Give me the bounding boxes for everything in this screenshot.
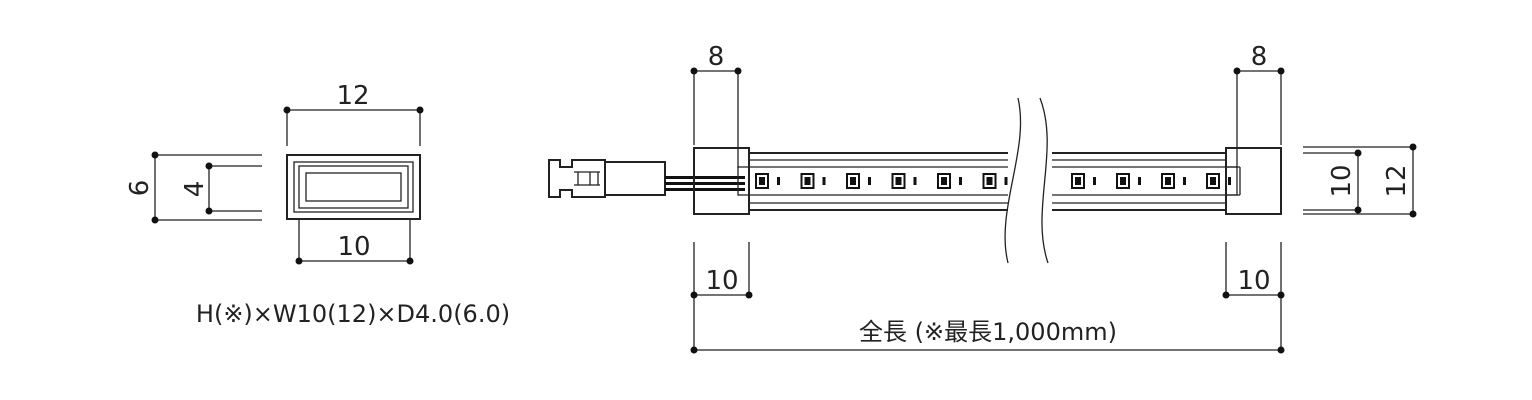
profile-outer <box>286 154 421 220</box>
cable <box>665 176 745 191</box>
right-end-cap <box>1225 147 1282 215</box>
sv-left-cap-width-label: 8 <box>708 42 725 72</box>
cross-section-view: 12 10 6 4 H(※)×W10(12)×D4.0(6.0) <box>125 81 510 328</box>
cs-width-outer-label: 12 <box>336 81 369 111</box>
led-chip <box>800 173 826 189</box>
sv-height-inner-label: 10 <box>1327 164 1357 197</box>
left-end-cap <box>693 147 750 215</box>
cs-height-outer-label: 6 <box>125 180 155 197</box>
profile-inner <box>293 161 414 213</box>
led-chip <box>1161 173 1186 189</box>
side-view: 8 8 10 10 全長 (※最長1,000mm) 10 <box>548 42 1417 354</box>
led-chip <box>846 173 871 189</box>
connector-plug <box>548 159 666 198</box>
sv-height-outer-label: 12 <box>1382 164 1412 197</box>
led-chip <box>1206 173 1231 189</box>
break-line-left <box>1004 97 1022 264</box>
cs-height-inner-label: 4 <box>180 181 210 198</box>
led-chip <box>982 173 1008 189</box>
cs-spec-caption: H(※)×W10(12)×D4.0(6.0) <box>196 300 510 328</box>
sv-right-cap-width-label: 8 <box>1251 42 1268 72</box>
sv-right-end-length-label: 10 <box>1237 266 1270 296</box>
led-chip <box>937 173 962 189</box>
led-chips-right <box>1071 173 1231 189</box>
led-chip <box>891 173 917 189</box>
led-chip <box>755 173 780 189</box>
lens-window <box>305 172 402 202</box>
led-chip <box>1071 173 1096 189</box>
led-chips-left <box>755 173 1008 189</box>
led-chip <box>1116 173 1141 189</box>
cs-width-inner-label: 10 <box>337 232 370 262</box>
sv-total-length-label: 全長 (※最長1,000mm) <box>859 318 1117 346</box>
profile-lens <box>298 165 409 209</box>
break-line-right <box>1039 97 1049 264</box>
sv-left-end-length-label: 10 <box>705 266 738 296</box>
